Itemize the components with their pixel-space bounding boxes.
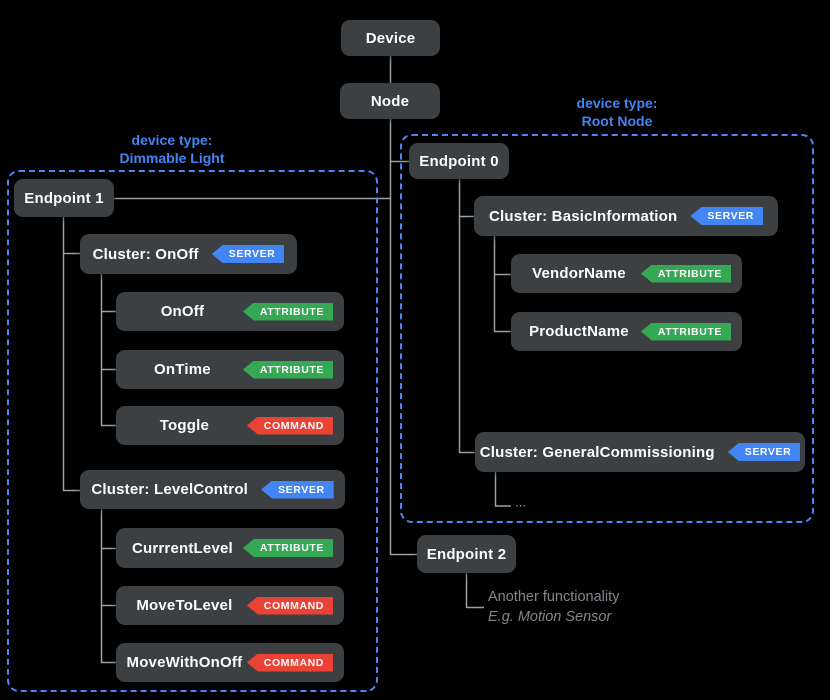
command-toggle-label: Toggle [159,417,210,434]
device-label: Device [365,29,416,47]
cluster-generalcommissioning-box: Cluster: GeneralCommissioning SERVER [475,432,805,472]
endpoint2-box: Endpoint 2 [417,535,516,573]
group-root-node [400,134,814,523]
cluster-basicinformation-label: Cluster: BasicInformation [489,207,678,225]
endpoint2-note-line1: Another functionality [488,589,620,605]
attribute-vendorname-label: VendorName [532,265,626,282]
cluster-onoff-label: Cluster: OnOff [92,245,199,263]
attribute-vendorname-box: VendorName ATTRIBUTE [511,254,742,293]
attribute-badge: ATTRIBUTE [640,264,731,283]
server-badge: SERVER [690,207,763,225]
server-badge: SERVER [211,245,285,263]
node-label: Node [370,92,410,110]
endpoint1-label: Endpoint 1 [24,189,104,207]
attribute-currrentlevel-box: CurrrentLevel ATTRIBUTE [116,528,344,568]
attribute-badge: ATTRIBUTE [242,302,333,321]
server-badge: SERVER [261,480,334,499]
command-badge: COMMAND [246,596,333,615]
attribute-badge: ATTRIBUTE [640,322,731,341]
ellipsis-more-items: ⋯ [515,500,528,512]
device-type-caption: device type: [576,95,658,111]
attribute-badge: ATTRIBUTE [242,360,333,379]
command-movewithonoff-box: MoveWithOnOff COMMAND [116,643,344,682]
attribute-onoff-label: OnOff [160,303,205,320]
endpoint0-box: Endpoint 0 [409,143,509,179]
device-type-name: Dimmable Light [119,150,225,166]
command-badge: COMMAND [246,416,333,435]
endpoint2-note-line2: E.g. Motion Sensor [488,609,612,625]
endpoint0-label: Endpoint 0 [419,152,499,170]
cluster-levelcontrol-box: Cluster: LevelControl SERVER [80,470,345,509]
cluster-generalcommissioning-label: Cluster: GeneralCommissioning [479,443,715,461]
attribute-onoff-box: OnOff ATTRIBUTE [116,292,344,331]
node-box: Node [340,83,440,119]
server-badge: SERVER [727,443,801,461]
endpoint2-label: Endpoint 2 [426,545,507,563]
endpoint2-note: Another functionality E.g. Motion Sensor [488,587,619,627]
device-box: Device [341,20,440,56]
command-movewithonoff-label: MoveWithOnOff [126,654,243,671]
cluster-onoff-box: Cluster: OnOff SERVER [80,234,297,274]
attribute-badge: ATTRIBUTE [242,539,333,557]
cluster-basicinformation-box: Cluster: BasicInformation SERVER [474,196,778,236]
attribute-productname-label: ProductName [529,323,629,340]
device-type-label-root-node: device type: Root Node [517,94,717,130]
attribute-ontime-box: OnTime ATTRIBUTE [116,350,344,389]
attribute-ontime-label: OnTime [154,361,211,378]
command-badge: COMMAND [246,653,333,672]
command-movetolevel-box: MoveToLevel COMMAND [116,586,344,625]
attribute-productname-box: ProductName ATTRIBUTE [511,312,742,351]
cluster-levelcontrol-label: Cluster: LevelControl [91,481,249,498]
device-type-name: Root Node [581,113,653,129]
command-toggle-box: Toggle COMMAND [116,406,344,445]
device-type-caption: device type: [131,132,213,148]
command-movetolevel-label: MoveToLevel [136,597,233,614]
device-type-label-dimmable-light: device type: Dimmable Light [72,131,272,167]
attribute-currrentlevel-label: CurrrentLevel [131,539,233,557]
endpoint1-box: Endpoint 1 [14,179,114,217]
group-dimmable-light [7,170,378,692]
